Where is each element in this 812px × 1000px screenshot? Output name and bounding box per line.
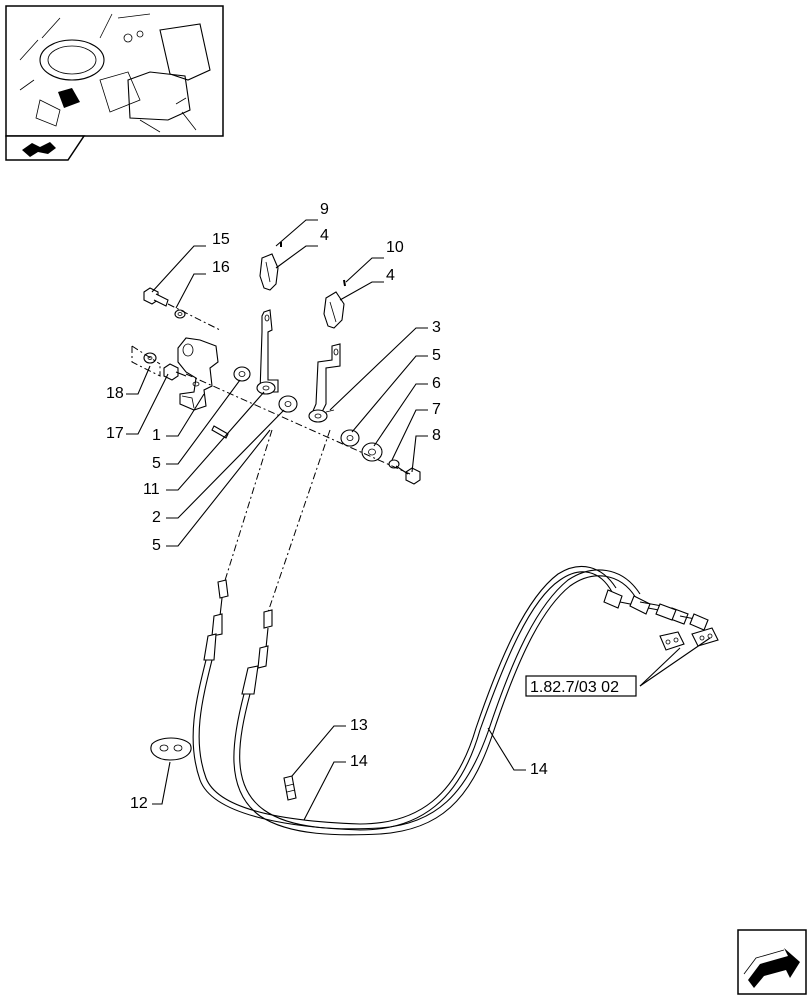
callout-1: 1 bbox=[152, 427, 161, 444]
lever-knob-left bbox=[259, 242, 282, 291]
section-tab-icon[interactable] bbox=[5, 135, 86, 161]
callout-16: 16 bbox=[212, 259, 230, 276]
callout-5c: 5 bbox=[432, 347, 441, 364]
callout-4b: 4 bbox=[386, 267, 395, 284]
callout-12: 12 bbox=[130, 795, 148, 812]
callout-8: 8 bbox=[432, 427, 441, 444]
callout-4a: 4 bbox=[320, 227, 329, 244]
next-page-arrow-icon[interactable] bbox=[737, 929, 807, 995]
reference-box[interactable]: 1.82.7/03 02 bbox=[525, 675, 637, 697]
callout-5b: 5 bbox=[152, 537, 161, 554]
callout-3: 3 bbox=[432, 319, 441, 336]
callout-18: 18 bbox=[106, 385, 124, 402]
support-bracket bbox=[177, 337, 219, 411]
screw-and-washer bbox=[143, 287, 186, 319]
callout-14b: 14 bbox=[530, 761, 548, 778]
lever-right bbox=[308, 343, 341, 423]
reference-label: 1.82.7/03 02 bbox=[530, 679, 619, 696]
callout-6: 6 bbox=[432, 375, 441, 392]
grommet bbox=[150, 737, 192, 761]
callout-17: 17 bbox=[106, 425, 124, 442]
cable-clip bbox=[283, 775, 297, 801]
callout-5a: 5 bbox=[152, 455, 161, 472]
callout-13: 13 bbox=[350, 717, 368, 734]
callout-7: 7 bbox=[432, 401, 441, 418]
pin-11 bbox=[211, 425, 229, 439]
control-cables bbox=[192, 565, 719, 836]
callout-9: 9 bbox=[320, 201, 329, 218]
assembly-axes bbox=[131, 303, 411, 613]
callout-15: 15 bbox=[212, 231, 230, 248]
callout-10: 10 bbox=[386, 239, 404, 256]
tractor-cab-thumbnail-icon[interactable] bbox=[5, 5, 224, 137]
callout-11: 11 bbox=[143, 481, 160, 498]
callout-14a: 14 bbox=[350, 753, 368, 770]
washers-and-bolt bbox=[233, 366, 421, 485]
lever-knob-right bbox=[323, 279, 346, 329]
callout-2: 2 bbox=[152, 509, 161, 526]
lever-left bbox=[256, 309, 279, 395]
leader-lines bbox=[126, 219, 711, 821]
